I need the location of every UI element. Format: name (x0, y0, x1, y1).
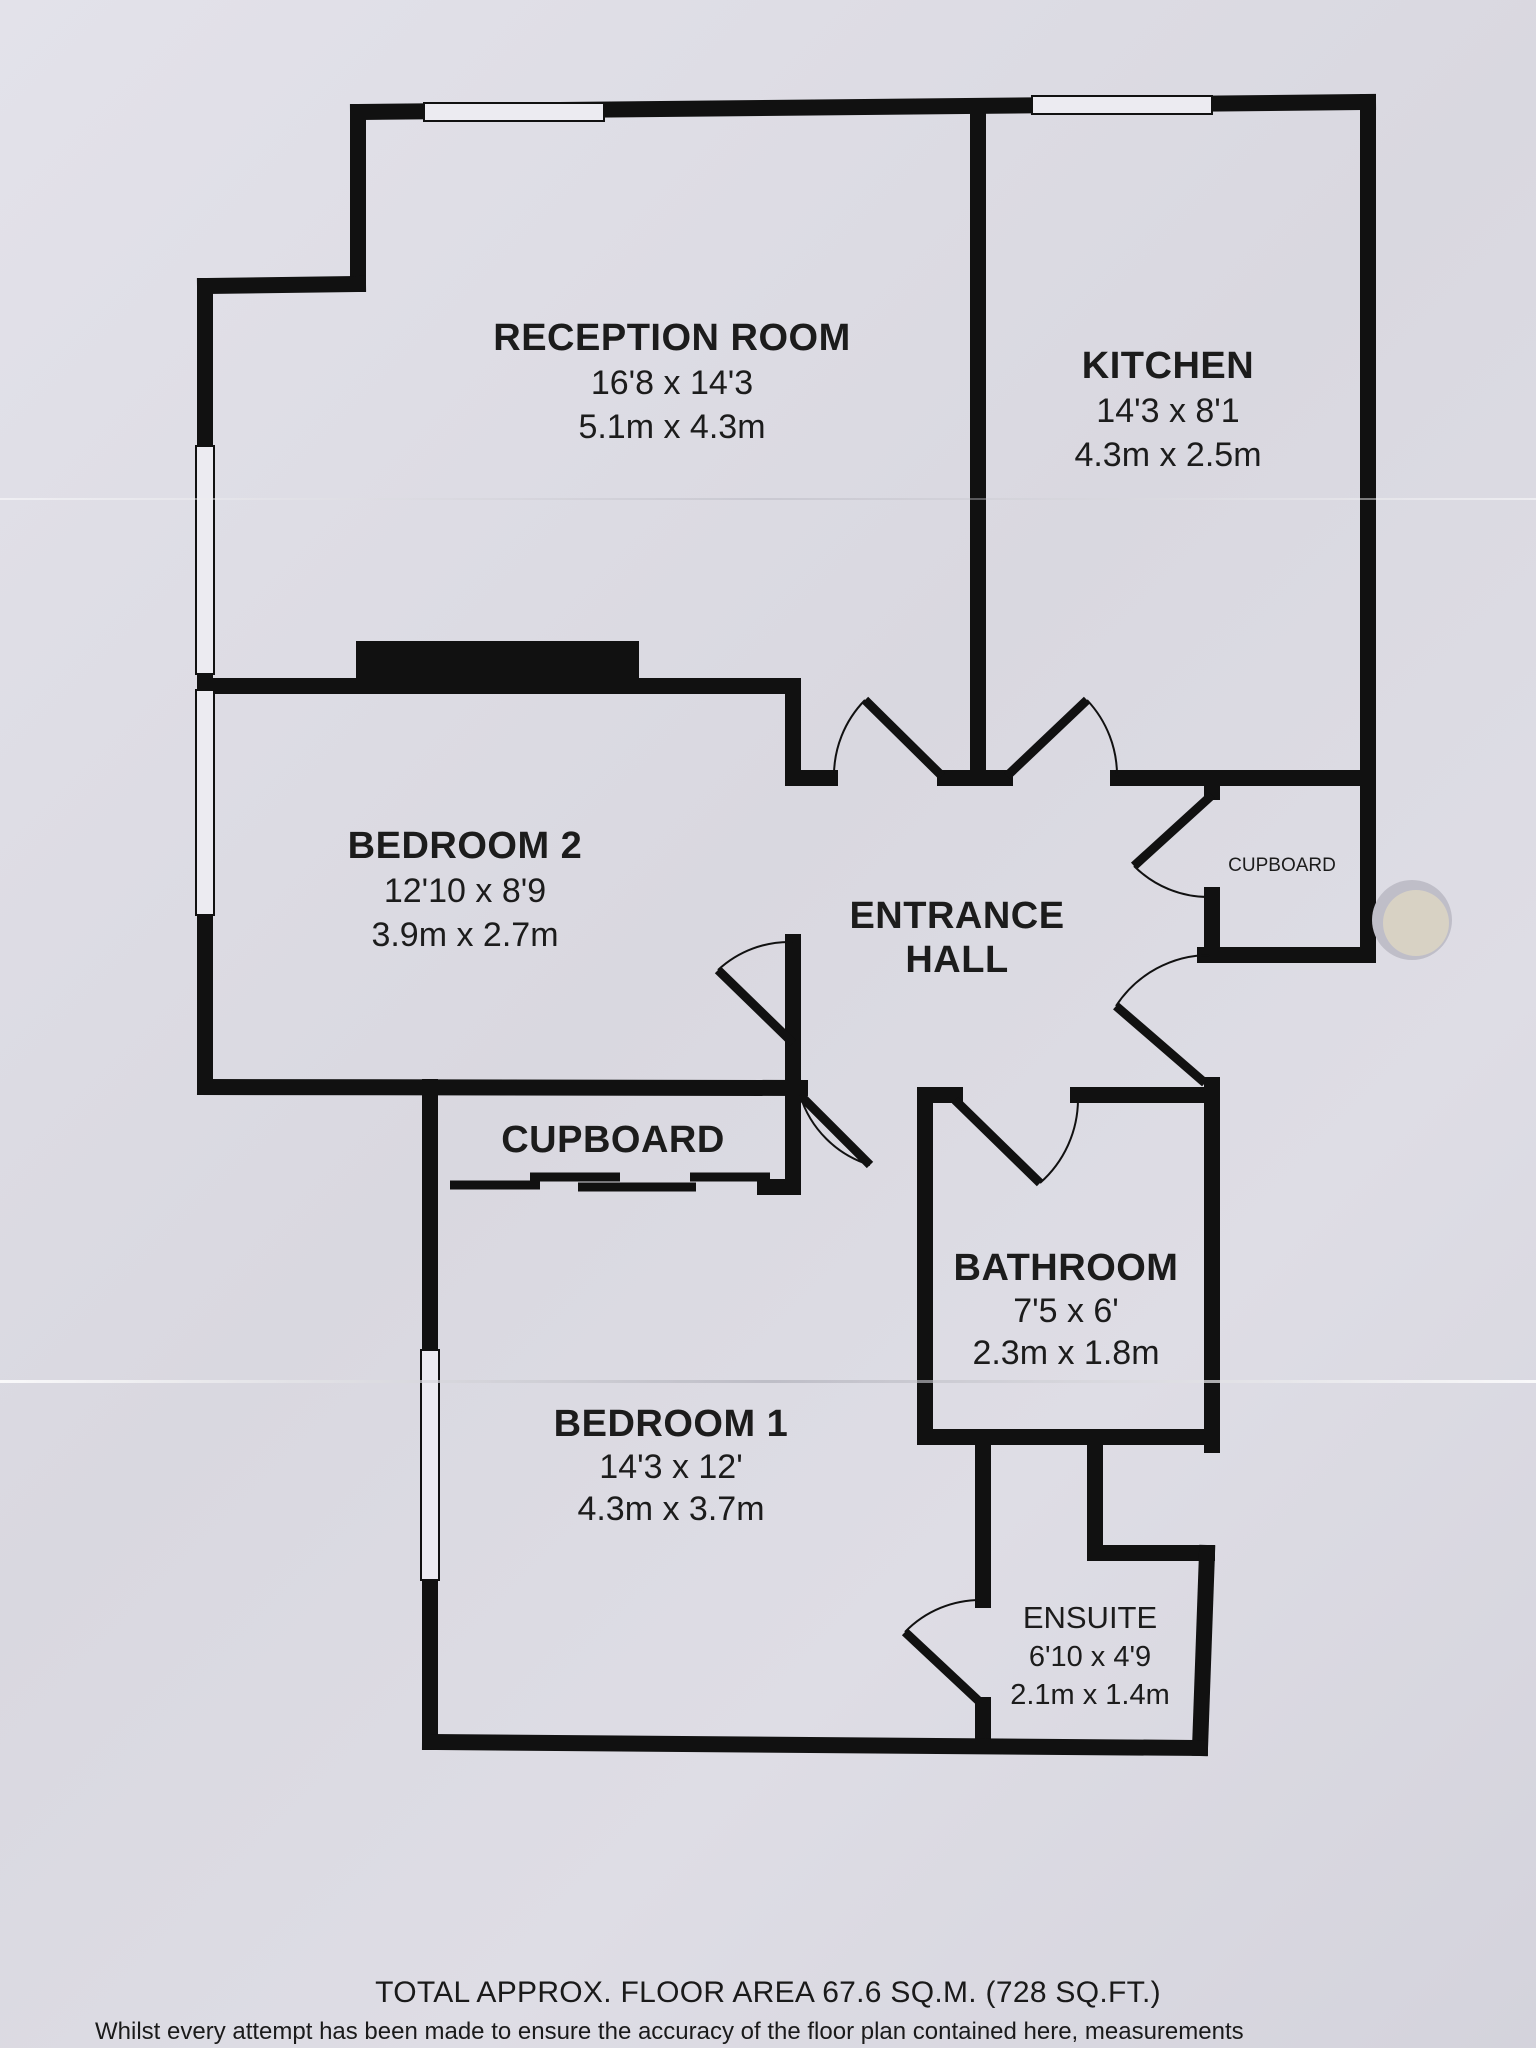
door-hall-right-arc (1115, 953, 1211, 1007)
wall-bedroom2-bottom (196, 1078, 809, 1097)
door-bedroom2-leaf (714, 966, 797, 1047)
door-kitchen-arc (1086, 699, 1119, 779)
walls (196, 93, 1377, 1757)
reception-name: RECEPTION ROOM (493, 317, 850, 359)
window-reception-top (423, 102, 605, 122)
door-cupboard-arc (1133, 865, 1211, 899)
door-bedroom1-leaf (796, 1091, 874, 1169)
window-bedroom2-left (195, 689, 215, 916)
door-bedroom2-arc (717, 940, 794, 971)
bedroom2-imperial: 12'10 x 8'9 (384, 872, 546, 910)
chimney-breast (356, 641, 639, 693)
ensuite-name: ENSUITE (1023, 1600, 1157, 1635)
door-reception-leaf (861, 696, 946, 780)
bathroom-name: BATHROOM (954, 1247, 1179, 1289)
entrance-hall-line2: HALL (905, 939, 1008, 981)
door-ensuite-arc (904, 1598, 984, 1633)
door-bedroom1-arc (799, 1094, 871, 1166)
reception-imperial: 16'8 x 14'3 (591, 364, 753, 402)
punch-hole (1372, 880, 1452, 960)
door-hall-right-leaf (1113, 1002, 1208, 1087)
door-reception-arc (832, 699, 866, 779)
bedroom1-imperial: 14'3 x 12' (599, 1448, 742, 1486)
room-labels: RECEPTION ROOM 16'8 x 14'3 5.1m x 4.3m K… (348, 317, 1336, 1711)
doors (714, 696, 1216, 1709)
windows (195, 95, 1213, 1581)
total-floor-area: TOTAL APPROX. FLOOR AREA 67.6 SQ.M. (728… (375, 1976, 1161, 2009)
door-bathroom-leaf (951, 1096, 1044, 1187)
kitchen-metric: 4.3m x 2.5m (1074, 436, 1261, 474)
window-bedroom1-left (420, 1349, 440, 1581)
wall-reception-step (196, 275, 367, 295)
door-cupboard-leaf (1130, 791, 1216, 870)
kitchen-imperial: 14'3 x 8'1 (1096, 392, 1239, 430)
entrance-hall-line1: ENTRANCE (849, 895, 1064, 937)
bedroom2-metric: 3.9m x 2.7m (371, 916, 558, 954)
bedroom1-metric: 4.3m x 3.7m (577, 1490, 764, 1528)
bedroom1-name: BEDROOM 1 (554, 1403, 789, 1445)
kitchen-name: KITCHEN (1082, 345, 1254, 387)
wardrobe-cupboard-name: CUPBOARD (501, 1119, 725, 1161)
bedroom2-name: BEDROOM 2 (348, 825, 583, 867)
window-reception-left (195, 445, 215, 675)
cupboard-small-name: CUPBOARD (1228, 855, 1336, 876)
window-kitchen-top (1031, 95, 1213, 115)
wall-ensuite-right (1191, 1544, 1216, 1757)
bathroom-imperial: 7'5 x 6' (1013, 1292, 1119, 1330)
paper-crease (0, 498, 1536, 500)
door-kitchen-leaf (1003, 696, 1091, 780)
reception-metric: 5.1m x 4.3m (578, 408, 765, 446)
ensuite-imperial: 6'10 x 4'9 (1029, 1641, 1151, 1673)
door-ensuite-leaf (901, 1628, 987, 1709)
wardrobe-sliding-doors (450, 1172, 770, 1192)
door-bathroom-arc (1039, 1099, 1079, 1184)
paper-fold-crease (0, 1380, 1536, 1383)
ensuite-metric: 2.1m x 1.4m (1010, 1679, 1170, 1711)
disclaimer-text: Whilst every attempt has been made to en… (95, 2018, 1244, 2045)
wall-bedroom1-bottom (421, 1733, 1209, 1757)
bathroom-metric: 2.3m x 1.8m (972, 1334, 1159, 1372)
